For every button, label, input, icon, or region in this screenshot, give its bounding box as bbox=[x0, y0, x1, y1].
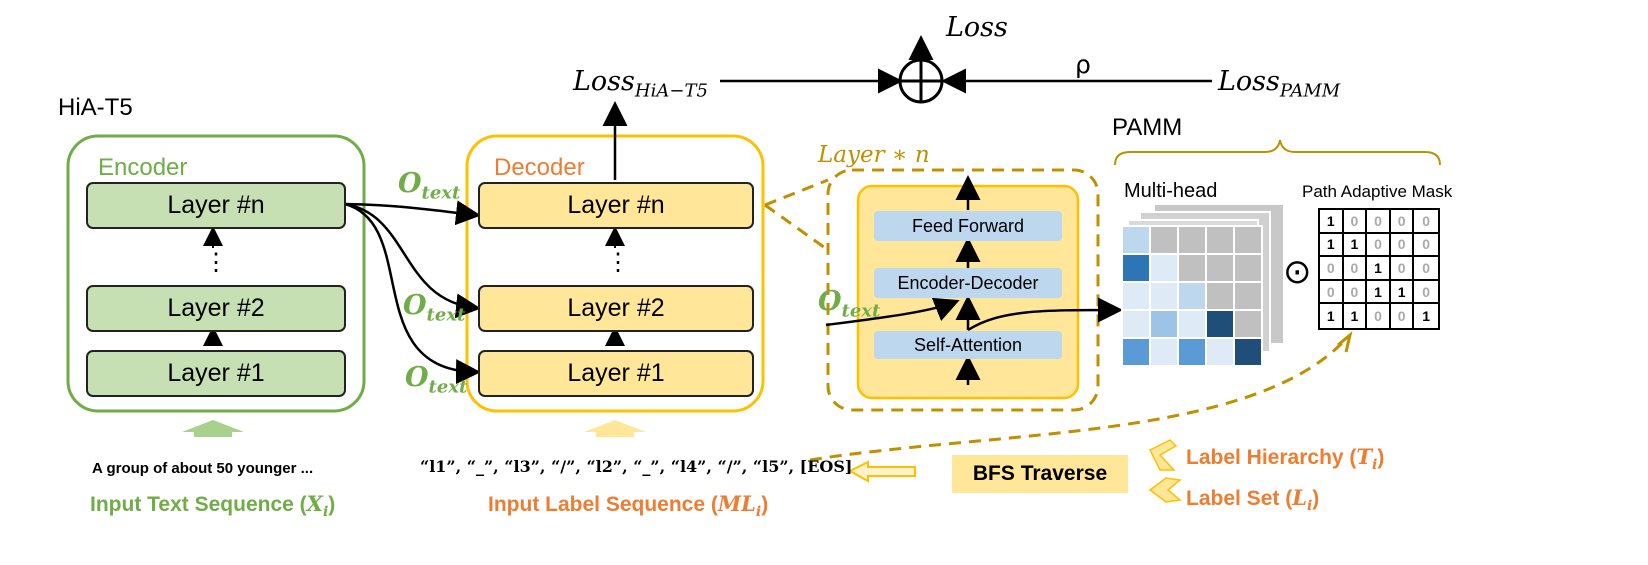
mask-cell: 0 bbox=[1343, 210, 1368, 234]
input-text-example: A group of about 50 younger ... bbox=[92, 460, 314, 477]
o-text-label-3: Otext bbox=[405, 362, 468, 398]
mask-cell: 0 bbox=[1391, 304, 1415, 328]
encoder-decoder-block: Encoder-Decoder bbox=[874, 268, 1062, 298]
pamm-title: PAMM bbox=[1112, 114, 1183, 141]
loss-total: Loss bbox=[946, 12, 1008, 43]
o-text-label-4: Otext bbox=[818, 286, 881, 322]
encoder-box bbox=[66, 134, 366, 413]
input-label-label: Input Label Sequence (MLi) bbox=[488, 491, 769, 521]
o-text-label-1: Otext bbox=[398, 168, 461, 204]
mask-cell: 0 bbox=[1367, 304, 1391, 328]
encoder-layer-1: Layer #1 bbox=[86, 350, 346, 397]
mask-cell: 1 bbox=[1390, 280, 1415, 305]
decoder-title: Decoder bbox=[494, 154, 585, 181]
self-attention-block: Self-Attention bbox=[874, 331, 1062, 359]
loss-pamm-sub: PAMM bbox=[1279, 80, 1341, 102]
bfs-traverse-box: BFS Traverse bbox=[952, 455, 1128, 493]
mask-cell: 0 bbox=[1390, 210, 1415, 234]
multihead-label: Multi-head bbox=[1124, 180, 1218, 202]
mask-cell: 1 bbox=[1343, 233, 1368, 258]
loss-hia-base: Loss bbox=[573, 66, 635, 97]
o-text-label-2: Otext bbox=[403, 290, 466, 326]
decoder-layer-2: Layer #2 bbox=[478, 285, 754, 332]
mask-cell: 0 bbox=[1320, 257, 1344, 281]
mask-cell: 1 bbox=[1367, 280, 1391, 305]
input-text-label: Input Text Sequence (Xi) bbox=[90, 491, 336, 521]
mask-cell: 1 bbox=[1320, 233, 1344, 258]
decoder-layer-1: Layer #1 bbox=[478, 350, 754, 397]
mask-cell: 0 bbox=[1390, 257, 1415, 281]
decoder-layer-n: Layer #n bbox=[478, 182, 754, 229]
mask-cell: 0 bbox=[1343, 280, 1368, 305]
input-label-sequence: “l1”, “_”, “l3”, “/”, “l2”, “_”, “l4”, “… bbox=[420, 457, 853, 476]
layer-n-box bbox=[826, 168, 1100, 412]
label-hierarchy: Label Hierarchy (Ti) bbox=[1186, 444, 1385, 474]
loss-hia-t5: LossHiA−T5 bbox=[573, 66, 708, 101]
mask-cell: 0 bbox=[1414, 257, 1438, 281]
loss-pamm-base: Loss bbox=[1218, 66, 1280, 97]
mask-title: Path Adaptive Mask bbox=[1302, 182, 1453, 201]
mask-cell: 1 bbox=[1422, 308, 1431, 325]
mask-cell: 1 bbox=[1367, 257, 1391, 281]
loss-pamm: LossPAMM bbox=[1218, 66, 1340, 101]
layer-n-label: Layer ∗ n bbox=[818, 142, 930, 168]
odot-operator: ⊙ bbox=[1283, 252, 1312, 292]
hia-t5-title: HiA-T5 bbox=[58, 94, 133, 121]
mask-cell: 0 bbox=[1367, 210, 1391, 234]
multihead-matrix bbox=[1121, 203, 1285, 367]
encoder-layer-2: Layer #2 bbox=[86, 285, 346, 332]
mask-cell: 0 bbox=[1414, 234, 1438, 258]
mask-cell: 0 bbox=[1320, 280, 1344, 305]
encoder-title: Encoder bbox=[98, 154, 188, 181]
mask-cell: 1 bbox=[1320, 304, 1344, 328]
mask-cell: 0 bbox=[1343, 257, 1368, 281]
mask-cell: 0 bbox=[1414, 210, 1438, 234]
encoder-layer-n: Layer #n bbox=[86, 182, 346, 229]
mask-cell: 1 bbox=[1344, 304, 1368, 328]
loss-hia-sub: HiA−T5 bbox=[634, 80, 708, 102]
mask-cell: 0 bbox=[1390, 233, 1415, 258]
rho-label: ρ bbox=[1075, 50, 1091, 79]
mask-cell: 1 bbox=[1320, 210, 1344, 234]
label-set: Label Set (Li) bbox=[1186, 485, 1320, 515]
decoder-ellipsis: ⋮ bbox=[606, 249, 630, 276]
mask-cell: 0 bbox=[1367, 233, 1391, 258]
mask-cell: 0 bbox=[1414, 281, 1438, 305]
feed-forward-block: Feed Forward bbox=[874, 211, 1062, 241]
encoder-ellipsis: ⋮ bbox=[204, 249, 228, 276]
